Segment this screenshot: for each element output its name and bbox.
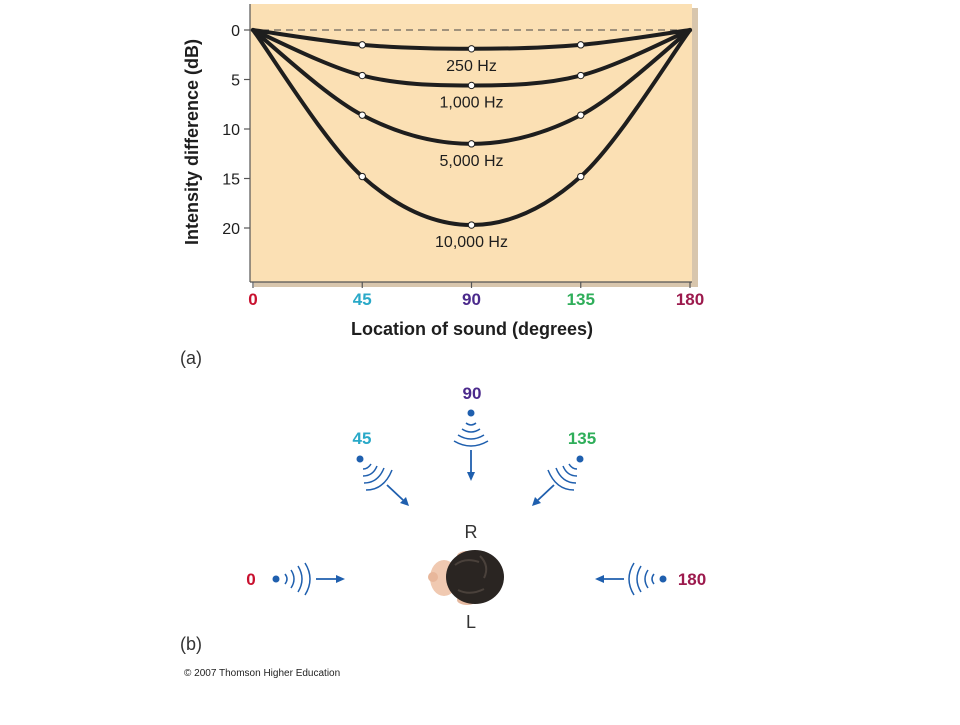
data-point-2-1: [358, 111, 366, 119]
data-point-2-3: [577, 111, 585, 119]
series-label-0: 250 Hz: [446, 58, 497, 75]
source-label-135: 135: [568, 429, 596, 448]
source-dot-0: [272, 575, 280, 583]
panel-a-label: (a): [180, 348, 202, 368]
x-axis-label: Location of sound (degrees): [351, 319, 593, 339]
data-point-1-2: [467, 81, 476, 90]
y-tick-labels: 0 5 10 15 20: [222, 23, 250, 238]
data-point-1-3: [577, 71, 585, 80]
y-tick-label-20: 20: [222, 221, 240, 238]
data-point-2-2: [467, 140, 476, 148]
data-point-1-1: [358, 71, 366, 80]
data-point-0-1: [358, 41, 366, 49]
x-tick-label-0: 0: [248, 290, 257, 309]
x-tick-label-45: 45: [353, 290, 372, 309]
y-axis-label: Intensity difference (dB): [182, 39, 202, 245]
hair-texture: [454, 555, 488, 594]
arrow-icon-45: [386, 484, 409, 506]
data-point-3-1: [358, 172, 366, 181]
series-label-1: 1,000 Hz: [439, 94, 503, 111]
copyright-text: © 2007 Thomson Higher Education: [184, 668, 340, 679]
arrow-icon-180: [595, 575, 624, 583]
series-label-2: 5,000 Hz: [439, 153, 503, 170]
plot-shadow: [692, 8, 698, 286]
x-tick-label-90: 90: [462, 290, 481, 309]
head-diagram: R L 0 45 90: [246, 384, 706, 632]
y-tick-label-0: 0: [231, 23, 240, 40]
arrow-icon-0: [316, 575, 345, 583]
wave-icon-180: [628, 562, 655, 596]
source-dot-180: [659, 575, 667, 583]
nose-shape: [428, 572, 438, 582]
wave-icon-0: [284, 562, 311, 596]
series-labels: 250 Hz 1,000 Hz 5,000 Hz 10,000 Hz: [435, 58, 508, 251]
label-right-ear: R: [465, 522, 478, 542]
label-left-ear: L: [466, 612, 476, 632]
x-tick-label-135: 135: [567, 290, 595, 309]
source-label-45: 45: [353, 429, 372, 448]
arrow-icon-135: [532, 484, 555, 506]
arrow-icon-90: [467, 450, 475, 481]
y-tick-label-10: 10: [222, 122, 240, 139]
wave-icon-135: [547, 463, 578, 491]
wave-icon-90: [453, 422, 489, 447]
data-point-0-2: [467, 45, 476, 53]
source-label-90: 90: [463, 384, 482, 403]
hair-shape: [446, 550, 504, 604]
source-label-180: 180: [678, 570, 706, 589]
data-point-3-2: [467, 221, 476, 229]
data-point-0-3: [577, 41, 585, 49]
source-label-0: 0: [246, 570, 255, 589]
source-dot-90: [467, 409, 475, 417]
y-tick-label-5: 5: [231, 73, 240, 90]
series-label-3: 10,000 Hz: [435, 234, 508, 251]
points: [358, 41, 585, 229]
head: [428, 550, 504, 605]
wave-icon-45: [362, 463, 393, 491]
x-tick-label-180: 180: [676, 290, 704, 309]
panel-b-label: (b): [180, 634, 202, 654]
source-dot-135: [576, 455, 584, 463]
y-tick-label-15: 15: [222, 172, 240, 189]
source-dot-45: [356, 455, 364, 463]
x-tick-labels: 0 45 90 135 180: [248, 282, 704, 309]
data-point-3-3: [577, 172, 585, 181]
plot-shadow-bottom: [254, 282, 698, 287]
